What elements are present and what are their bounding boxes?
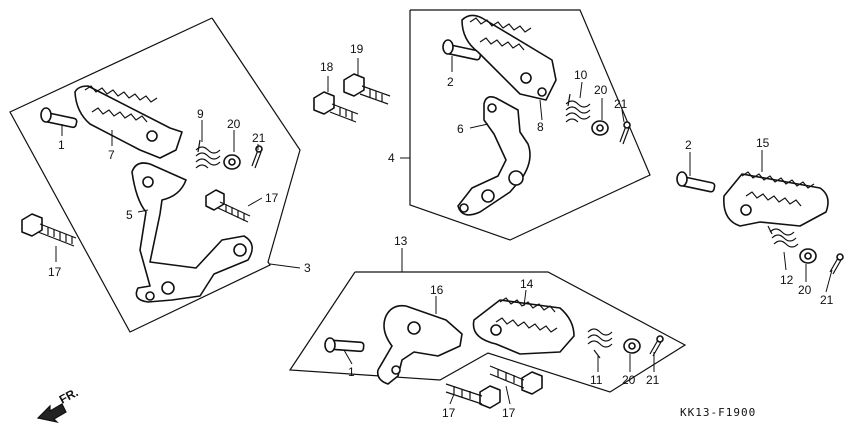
footpeg-8 [461, 14, 557, 101]
label-4: 4 [388, 151, 395, 165]
label-11: 11 [590, 373, 603, 387]
label-17-rear: 17 [265, 191, 279, 205]
spring-10 [565, 93, 591, 123]
label-20-left: 20 [594, 83, 608, 97]
label-20-right: 20 [798, 283, 812, 297]
label-9: 9 [197, 107, 204, 121]
spring-9 [195, 139, 221, 169]
label-21-top-left: 21 [252, 131, 266, 145]
leader-lines [55, 56, 833, 405]
washer-20-top-left [223, 154, 241, 170]
label-18: 18 [320, 60, 334, 74]
bolt-19 [343, 73, 391, 105]
bolt-17-rear-bracket [205, 189, 251, 223]
front-direction-label: FR. [57, 385, 81, 406]
cotter-pin-21-left [619, 121, 631, 145]
bracket-6 [457, 96, 531, 216]
label-5: 5 [126, 208, 133, 222]
pin-1-top-left [40, 107, 78, 129]
bolt-17-left [21, 213, 77, 247]
footpeg-15 [723, 171, 829, 227]
bolt-17-bottom-b [489, 365, 543, 395]
washer-20-right [799, 248, 817, 264]
label-2-left: 2 [447, 75, 454, 89]
label-20-bottom: 20 [622, 373, 636, 387]
label-6: 6 [457, 122, 464, 136]
label-12: 12 [780, 273, 794, 287]
footpeg-14 [472, 297, 575, 355]
pin-2-left [442, 39, 482, 61]
label-21-left: 21 [614, 97, 628, 111]
cotter-pin-21-bottom [649, 335, 664, 357]
spring-12 [767, 225, 799, 248]
group-outline-rear-assy [9, 17, 301, 333]
label-1-top: 1 [58, 138, 65, 152]
bracket-16 [376, 304, 463, 385]
bolt-17-bottom-a [445, 383, 501, 409]
label-16: 16 [430, 283, 444, 297]
pin-1-bottom [324, 337, 365, 353]
washer-20-bottom [623, 338, 641, 354]
label-7: 7 [108, 148, 115, 162]
label-8: 8 [537, 120, 544, 134]
group-outline-left-assy [409, 9, 651, 241]
cotter-pin-21-right [829, 253, 844, 275]
diagram-code: KK13-F1900 [680, 406, 756, 419]
label-1-bottom: 1 [348, 365, 355, 379]
label-14: 14 [520, 277, 534, 291]
label-17-bottom-a: 17 [442, 406, 456, 420]
label-20-top-left: 20 [227, 117, 241, 131]
label-17-bottom-b: 17 [502, 406, 516, 420]
bolt-18 [313, 91, 359, 123]
label-21-bottom: 21 [646, 373, 660, 387]
label-2-right: 2 [685, 138, 692, 152]
label-17-left: 17 [48, 265, 62, 279]
callout-labels: 1 7 9 20 21 5 17 17 3 18 19 2 10 20 21 8… [48, 42, 834, 420]
spring-11 [587, 328, 613, 359]
front-direction-arrow [36, 403, 67, 424]
pin-2-right [676, 171, 716, 193]
washer-20-left [591, 120, 609, 136]
label-19: 19 [350, 42, 364, 56]
label-15: 15 [756, 136, 770, 150]
cotter-pin-21-top-left [251, 145, 263, 169]
label-3: 3 [304, 261, 311, 275]
label-21-right: 21 [820, 293, 834, 307]
group-outline-front-assy [288, 271, 687, 393]
label-10: 10 [574, 68, 588, 82]
bracket-5 [131, 162, 253, 303]
footpeg-7 [74, 85, 183, 159]
label-13: 13 [394, 234, 408, 248]
